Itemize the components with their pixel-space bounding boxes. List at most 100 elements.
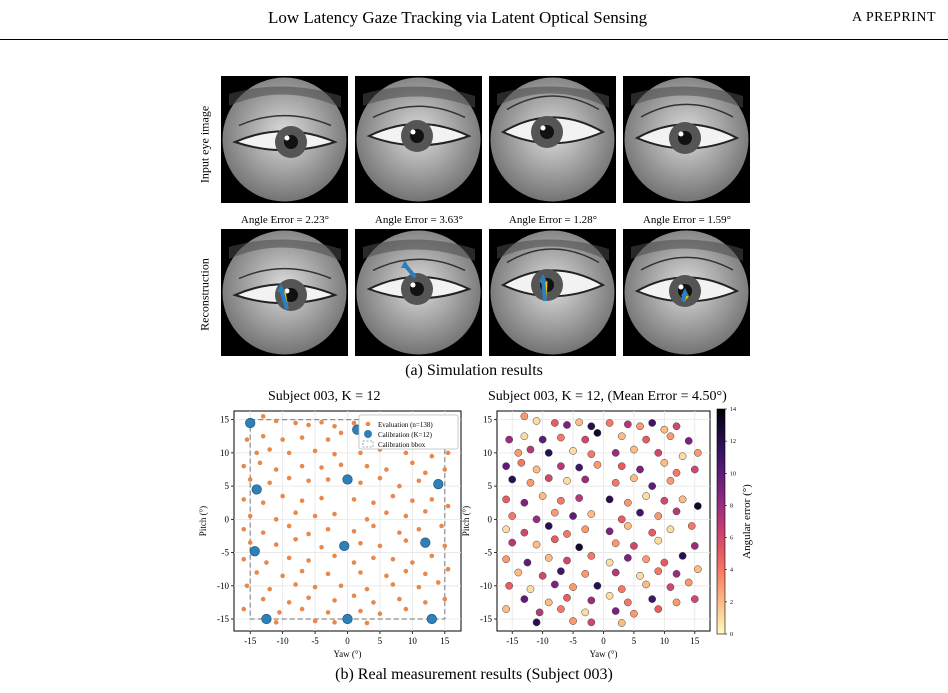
plot1-ytick-label: -15 <box>217 614 229 624</box>
evaluation-point <box>260 433 266 439</box>
error-point <box>636 571 644 580</box>
colorbar-tick-label: 0 <box>730 632 733 638</box>
error-point <box>648 595 657 603</box>
evaluation-point <box>403 513 409 519</box>
error-point <box>605 495 614 504</box>
error-point <box>569 583 577 591</box>
error-point <box>684 437 693 445</box>
error-point <box>514 568 523 577</box>
evaluation-point <box>364 463 370 469</box>
error-point <box>660 458 669 467</box>
input-eye-image-4 <box>623 76 750 203</box>
error-point <box>544 554 553 562</box>
evaluation-point <box>325 437 331 442</box>
evaluation-point <box>442 596 448 602</box>
plot2-frame <box>496 410 711 632</box>
error-point <box>623 598 632 607</box>
calibration-point <box>433 479 444 490</box>
plot1-xlabel: Yaw (°) <box>334 649 362 659</box>
evaluation-point <box>241 606 247 612</box>
input-eye-image-1 <box>221 76 348 203</box>
error-point <box>508 538 517 547</box>
error-point <box>654 567 663 576</box>
legend-swatch-evaluation <box>365 421 371 427</box>
error-point <box>593 460 602 469</box>
plot1-ytick-label: -10 <box>217 581 229 591</box>
evaluation-point <box>325 527 331 532</box>
error-point <box>666 432 675 441</box>
paper-title: Low Latency Gaze Tracking via Latent Opt… <box>268 8 648 27</box>
plot2-xtick-label: -5 <box>569 636 577 646</box>
error-point <box>678 552 687 560</box>
evaluation-point <box>299 498 305 504</box>
evaluation-point <box>247 477 253 482</box>
error-point <box>587 422 596 431</box>
error-point <box>550 580 559 589</box>
error-point <box>520 498 529 507</box>
legend-swatch-calibration <box>364 430 372 438</box>
calibration-point <box>339 540 350 552</box>
calibration-point <box>245 417 256 429</box>
calibration-point <box>342 474 353 485</box>
evaluation-point <box>416 527 422 532</box>
error-point <box>654 449 663 457</box>
evaluation-point <box>257 460 263 466</box>
evaluation-point <box>241 556 247 562</box>
evaluation-point <box>332 620 337 625</box>
evaluation-point <box>306 478 311 484</box>
error-point <box>502 605 510 613</box>
reconstruction-image-1 <box>221 229 348 356</box>
error-point <box>648 419 657 427</box>
input-eye-image-2 <box>355 76 482 203</box>
plot2-xtick-label: 5 <box>632 636 637 646</box>
plot2-ytick-label: -15 <box>480 614 492 624</box>
evaluation-point <box>429 453 435 459</box>
error-point <box>630 474 638 482</box>
error-point <box>508 512 517 520</box>
colorbar-tick-label: 4 <box>730 568 733 574</box>
evaluation-point <box>423 470 428 476</box>
error-point <box>563 593 571 602</box>
calibration-point <box>249 546 260 557</box>
plot1-ytick-label: 10 <box>220 448 230 458</box>
error-point <box>593 581 602 590</box>
input-eye-image-3 <box>489 76 616 203</box>
error-point <box>575 543 584 552</box>
colorbar <box>716 408 726 635</box>
evaluation-point <box>384 467 389 472</box>
error-point <box>563 530 571 538</box>
evaluation-point <box>351 497 357 502</box>
evaluation-point <box>286 450 292 456</box>
plot2-ytick-label: 15 <box>483 415 493 425</box>
error-point <box>502 495 510 504</box>
evaluation-point <box>358 540 363 546</box>
evaluation-point <box>254 450 259 456</box>
evaluation-point <box>364 586 370 592</box>
evaluation-point <box>260 530 266 535</box>
error-point <box>611 478 620 487</box>
error-point <box>605 419 614 427</box>
error-point <box>666 525 675 534</box>
evaluation-point <box>445 566 451 572</box>
evaluation-point <box>260 414 266 419</box>
plot1-ytick-label: 0 <box>225 514 230 524</box>
error-point <box>575 494 584 502</box>
plot1-xtick-label: -5 <box>311 636 319 646</box>
plot2-ytick-label: 5 <box>488 481 493 491</box>
evaluation-point <box>397 420 402 426</box>
error-point <box>581 475 590 484</box>
evaluation-point <box>260 596 266 602</box>
evaluation-point <box>325 610 331 615</box>
error-point <box>563 476 571 485</box>
evaluation-point <box>260 500 266 506</box>
evaluation-point <box>273 418 279 424</box>
error-point <box>623 420 632 429</box>
evaluation-point <box>293 420 298 426</box>
plot1-xtick-label: 0 <box>345 636 350 646</box>
error-point <box>575 418 584 427</box>
evaluation-point <box>312 618 318 624</box>
error-point <box>642 435 650 444</box>
error-point <box>693 502 702 510</box>
evaluation-point <box>338 430 344 436</box>
plot2-ytick-label: 0 <box>488 514 493 524</box>
